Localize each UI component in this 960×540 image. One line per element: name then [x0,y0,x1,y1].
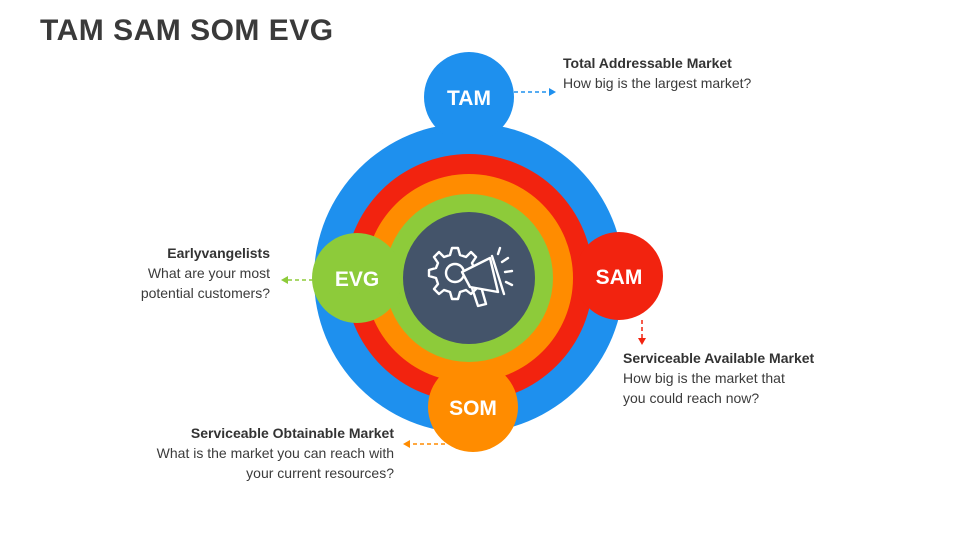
som-heading: Serviceable Obtainable Market [190,425,394,441]
page-title: TAM SAM SOM EVG [40,14,334,47]
sam-node [575,232,663,320]
evg-node-label: EVG [335,268,379,291]
tam-node [424,52,514,142]
tam-description: How big is the largest market? [563,75,752,91]
tam-label: Total Addressable Market How big is the … [563,53,751,93]
evg-heading: Earlyvangelists [167,245,270,261]
sam-description: How big is the market that you could rea… [623,370,785,406]
evg-label: Earlyvangelists What are your most poten… [141,243,270,303]
som-description: What is the market you can reach with yo… [156,445,394,481]
evg-description: What are your most potential customers? [140,265,270,301]
gear-megaphone-icon [427,246,514,308]
sam-heading: Serviceable Available Market [623,350,815,366]
evg-node [312,233,402,323]
som-arrowhead [403,440,410,448]
tam-heading: Total Addressable Market [563,55,732,71]
sam-arrowhead [638,338,646,345]
som-label: Serviceable Obtainable Market What is th… [157,423,394,483]
tam-node-label: TAM [447,87,491,110]
evg-arrowhead [281,276,288,284]
tam-arrowhead [549,88,556,96]
som-node [428,362,518,452]
sam-node-label: SAM [596,266,643,289]
sam-label: Serviceable Available Market How big is … [623,348,814,408]
som-node-label: SOM [449,397,497,420]
